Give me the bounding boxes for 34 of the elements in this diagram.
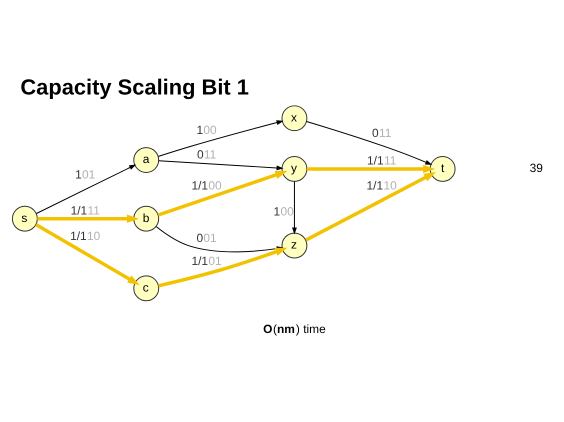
arrow [158, 160, 284, 170]
node-circle: b [133, 205, 160, 232]
node-circle: c [133, 274, 160, 301]
edge-label: 1/110 [366, 178, 397, 192]
arrow [158, 170, 288, 216]
arrow [158, 120, 284, 156]
edge-label: 1/101 [191, 254, 222, 268]
edge-label: 100 [196, 122, 217, 136]
label: O(nm) time [263, 322, 326, 336]
edge-label: 1/110 [70, 228, 100, 243]
node-circle: z [282, 232, 308, 258]
edge-label: 011 [372, 125, 392, 140]
arrow [306, 120, 432, 164]
node-circle: y [282, 156, 308, 182]
arrow [305, 172, 436, 242]
edge-label: 001 [196, 230, 217, 245]
arrow [36, 164, 136, 214]
edge-label: 101 [75, 167, 96, 182]
edge-label: 1/111 [70, 202, 100, 217]
arrow [306, 164, 436, 173]
arrow [35, 222, 140, 285]
label: 39 [530, 160, 543, 175]
edge-label: 1/100 [191, 178, 222, 192]
edge-label: 1/111 [367, 153, 396, 168]
arrow [37, 214, 139, 222]
arrow [158, 247, 288, 287]
node-circle: x [282, 104, 308, 131]
edge-label: 100 [274, 204, 294, 218]
node-circle: s [12, 205, 38, 232]
diagram-title: Capacity Scaling Bit 1 [20, 74, 249, 99]
arrow [292, 180, 297, 234]
node-circle: t [430, 156, 456, 182]
edge-label: 011 [196, 147, 216, 162]
node-circle: a [133, 146, 160, 172]
